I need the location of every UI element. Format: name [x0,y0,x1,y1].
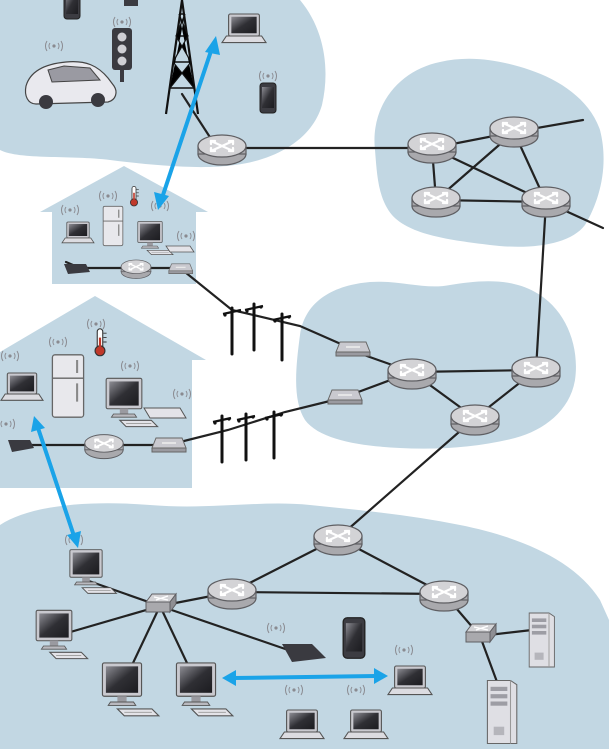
refrigerator-icon[interactable] [51,353,85,419]
cable-modem-icon[interactable] [64,264,90,274]
tablet-icon[interactable] [342,617,366,659]
router-icon[interactable] [449,403,501,437]
router-icon[interactable] [488,115,540,149]
smartphone-icon[interactable] [63,0,81,20]
utility-pole-icon [221,306,243,356]
router-icon[interactable] [386,357,438,391]
cable-modem-icon[interactable] [8,440,34,452]
cable-modem-icon[interactable] [151,437,187,453]
utility-pole-icon [271,312,293,362]
keyboard-icon[interactable] [143,407,187,419]
router-icon[interactable] [120,259,152,280]
thermometer-icon[interactable] [94,328,108,357]
utility-pole-icon [263,410,285,460]
smartphone-icon[interactable] [259,82,277,114]
laptop-icon[interactable] [387,665,433,696]
regional-isp-cloud [296,281,576,449]
cell-tower-icon[interactable] [164,0,200,115]
router-icon[interactable] [83,433,125,460]
laptop-icon[interactable] [343,709,389,740]
router-icon[interactable] [510,355,562,389]
laptop-icon[interactable] [279,709,325,740]
utility-pole-icon [211,414,233,464]
link-layer-switch-icon[interactable] [465,623,497,643]
server-icon[interactable] [486,679,518,745]
server-icon[interactable] [528,612,555,668]
cable-modem-icon[interactable] [168,263,194,275]
enterprise-network-cloud [0,503,609,749]
laptop-icon[interactable] [221,13,267,44]
home-network-bottom [0,296,206,488]
router-icon[interactable] [196,133,248,167]
refrigerator-icon[interactable] [102,205,124,247]
laptop-icon[interactable] [0,372,44,401]
cable-modem-icon[interactable] [282,644,326,662]
wireless-link-arrow [154,36,220,210]
cable-modem-icon[interactable] [327,389,363,405]
router-icon[interactable] [312,523,364,557]
utility-pole-icon [243,302,265,352]
router-icon[interactable] [520,185,572,219]
smartphone-icon[interactable] [124,0,138,6]
link-layer-switch-icon[interactable] [145,593,177,613]
router-icon[interactable] [418,579,470,613]
router-icon[interactable] [406,131,458,165]
thermometer-icon[interactable] [129,185,140,207]
keyboard-icon[interactable] [165,245,195,253]
router-icon[interactable] [206,577,258,611]
traffic-light-icon [112,28,132,82]
wireless-link-arrow [31,416,81,548]
car-icon [24,61,117,109]
router-icon[interactable] [410,185,462,219]
utility-pole-icon [235,412,257,462]
cable-modem-icon[interactable] [335,341,371,357]
wireless-link-arrow [222,668,388,686]
laptop-icon[interactable] [61,221,95,244]
